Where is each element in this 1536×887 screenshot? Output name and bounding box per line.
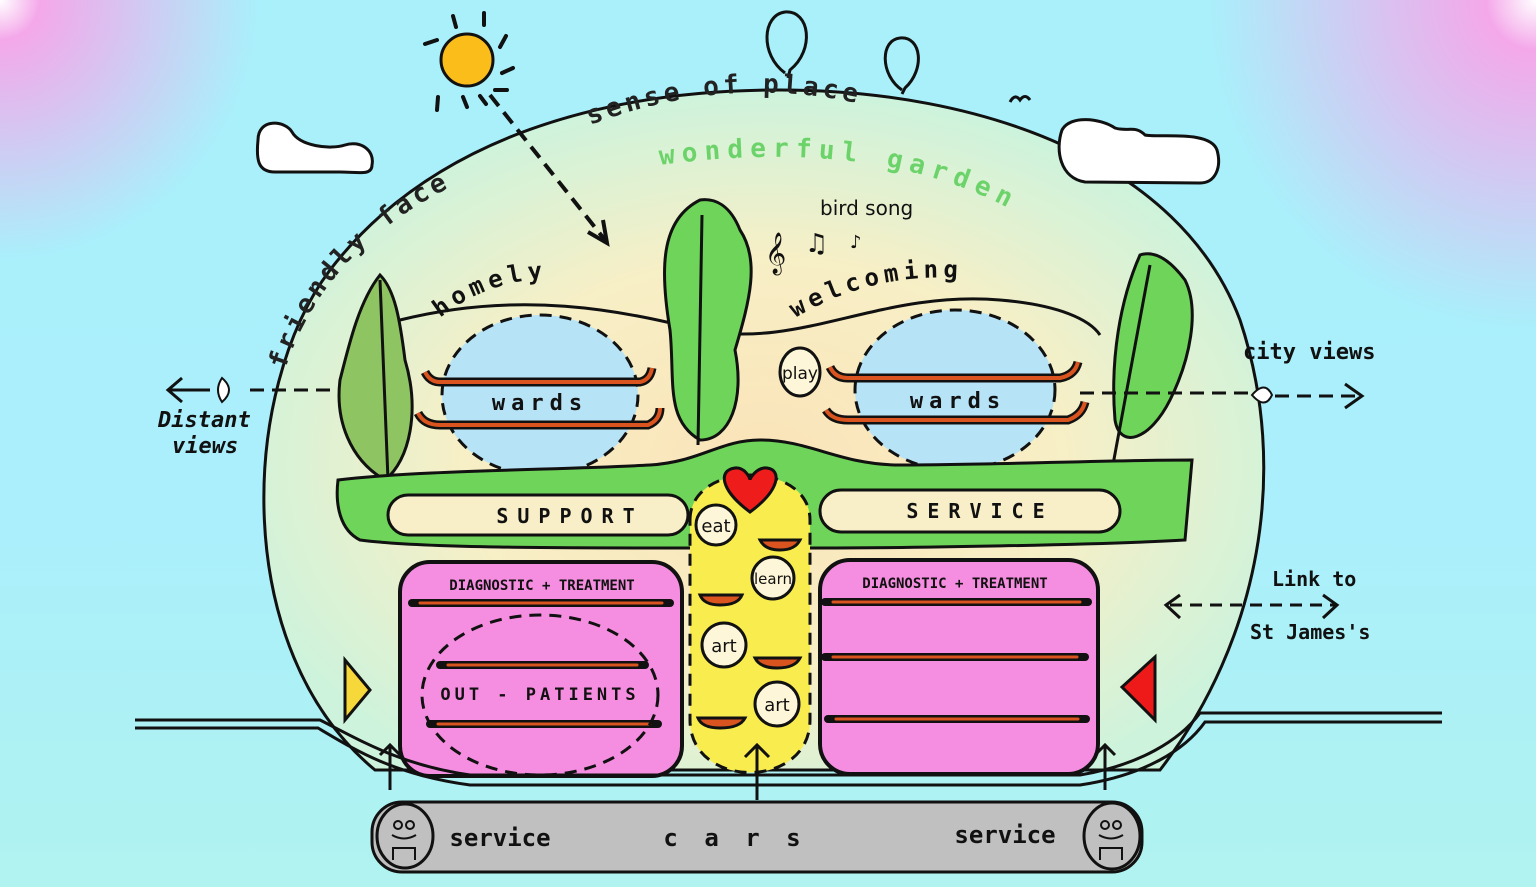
road-cars-label: c a r s bbox=[663, 824, 806, 852]
tree-center-icon bbox=[662, 198, 753, 442]
city-views-arrow bbox=[1080, 382, 1365, 410]
distant-views-arrow bbox=[165, 376, 340, 404]
hub-item-eat bbox=[694, 503, 738, 547]
play-label: play bbox=[782, 364, 818, 384]
entrance-right-triangle-icon bbox=[1119, 653, 1157, 724]
hub-item-art-2 bbox=[753, 680, 801, 728]
svg-text:eat: eat bbox=[701, 516, 730, 537]
play-bubble bbox=[778, 346, 822, 398]
hub-platforms bbox=[695, 538, 803, 730]
balloon-icon bbox=[765, 10, 920, 95]
svg-text:art: art bbox=[711, 636, 737, 657]
city-views-label: city views bbox=[1243, 340, 1376, 365]
bird-song-label: bird song bbox=[820, 196, 913, 220]
sun-ray-arrow bbox=[488, 93, 607, 242]
hub-arrow-icon bbox=[743, 742, 771, 800]
heart-icon bbox=[722, 466, 778, 514]
service-vehicle-right-icon bbox=[1082, 801, 1142, 871]
service-arrows bbox=[378, 742, 1117, 790]
hub-item-art-1 bbox=[700, 621, 748, 669]
st-james-label: St James's bbox=[1250, 620, 1371, 644]
service-vehicle-left-icon bbox=[375, 802, 435, 870]
entrance-left-triangle-icon bbox=[343, 655, 372, 725]
diagnostic-left-title: DIAGNOSTIC + TREATMENT bbox=[449, 578, 634, 594]
ground-lines bbox=[135, 711, 1442, 787]
service-label: SERVICE bbox=[906, 499, 1053, 523]
road-bar bbox=[370, 800, 1144, 874]
svg-text:♪: ♪ bbox=[850, 232, 862, 253]
road-service-right-label: service bbox=[954, 821, 1055, 849]
service-bar bbox=[818, 488, 1122, 534]
svg-text:𝄞: 𝄞 bbox=[765, 232, 786, 275]
road-service-left-label: service bbox=[449, 824, 550, 852]
tree-right-icon bbox=[1112, 252, 1194, 439]
svg-text:learn: learn bbox=[754, 570, 792, 588]
hub-item-learn bbox=[750, 555, 796, 601]
eye-left-icon bbox=[217, 376, 230, 404]
diagnostic-right-title: DIAGNOSTIC + TREATMENT bbox=[862, 576, 1047, 592]
wards-left-zone bbox=[440, 313, 640, 477]
distant-views-label: Distant views bbox=[158, 408, 251, 459]
roof-line bbox=[399, 297, 1102, 336]
outpatients-zone bbox=[420, 613, 660, 777]
svg-text:art: art bbox=[764, 695, 790, 716]
cloud-right-icon bbox=[1057, 118, 1221, 185]
wards-right-label: wards bbox=[910, 389, 1006, 414]
svg-text:♫: ♫ bbox=[805, 229, 828, 259]
bird-icon bbox=[1008, 95, 1032, 103]
music-notes-icon: 𝄞 ♫ ♪ bbox=[765, 229, 862, 275]
wards-left-label: wards bbox=[492, 391, 588, 416]
link-to-st-james-arrow bbox=[1163, 593, 1340, 620]
support-bar bbox=[386, 493, 690, 537]
diagnostic-right-block bbox=[818, 558, 1100, 776]
outpatients-label: OUT - PATIENTS bbox=[440, 685, 639, 705]
eye-right-icon bbox=[1250, 386, 1274, 404]
link-to-label: Link to bbox=[1272, 567, 1357, 591]
cloud-left-icon bbox=[255, 121, 374, 175]
support-label: SUPPORT bbox=[496, 504, 643, 528]
sun-icon bbox=[423, 11, 515, 112]
